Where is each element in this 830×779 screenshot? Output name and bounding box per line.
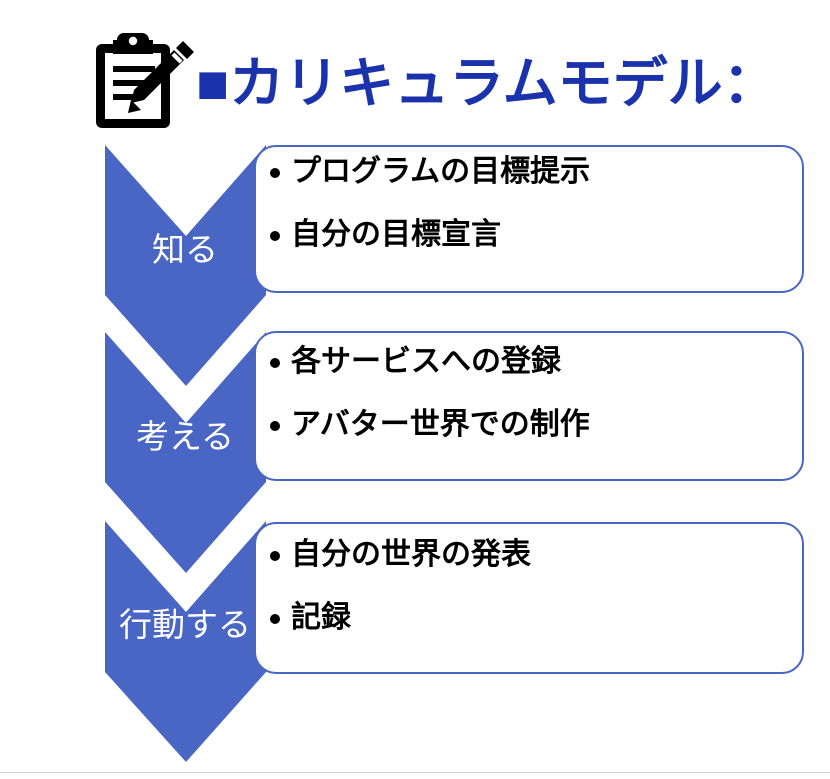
chevron-label-1: 知る [152,231,218,268]
chevron-shape-2 [105,332,266,573]
content-box-2 [254,331,804,481]
bullet-list-1: プログラムの目標提示 自分の目標宣言 [270,155,800,281]
content-box-1 [254,145,804,293]
bullet-dot-icon [270,421,280,431]
chevron-shape-3 [105,521,266,762]
chevron-label-3: 行動する [119,606,251,643]
slide-header: ■カリキュラムモデル： [0,24,830,136]
bullet-dot-icon [270,231,280,241]
bullet-text: 記録 [291,601,351,634]
list-item: 各サービスへの登録 [270,345,800,378]
bullet-text: プログラムの目標提示 [291,155,591,188]
list-item: 記録 [270,601,800,634]
list-item: プログラムの目標提示 [270,155,800,188]
page-title: ■カリキュラムモデル： [196,52,778,114]
bullet-text: 自分の目標宣言 [291,218,501,251]
bullet-text: アバター世界での制作 [291,408,590,441]
bottom-divider [0,772,830,773]
list-item: アバター世界での制作 [270,408,800,441]
clipboard-pencil-icon [88,32,194,136]
chevron-shape-1 [105,145,266,386]
bullet-dot-icon [270,551,280,561]
bullet-list-2: 各サービスへの登録 アバター世界での制作 [270,345,800,471]
chevron-label-2: 考える [135,418,234,455]
bullet-text: 自分の世界の発表 [291,538,531,571]
list-item: 自分の世界の発表 [270,538,800,571]
bullet-dot-icon [270,358,280,368]
bullet-text: 各サービスへの登録 [291,345,561,378]
content-box-3 [254,522,804,674]
list-item: 自分の目標宣言 [270,218,800,251]
bullet-list-3: 自分の世界の発表 記録 [270,538,800,664]
bullet-dot-icon [270,614,280,624]
bullet-dot-icon [270,168,280,178]
